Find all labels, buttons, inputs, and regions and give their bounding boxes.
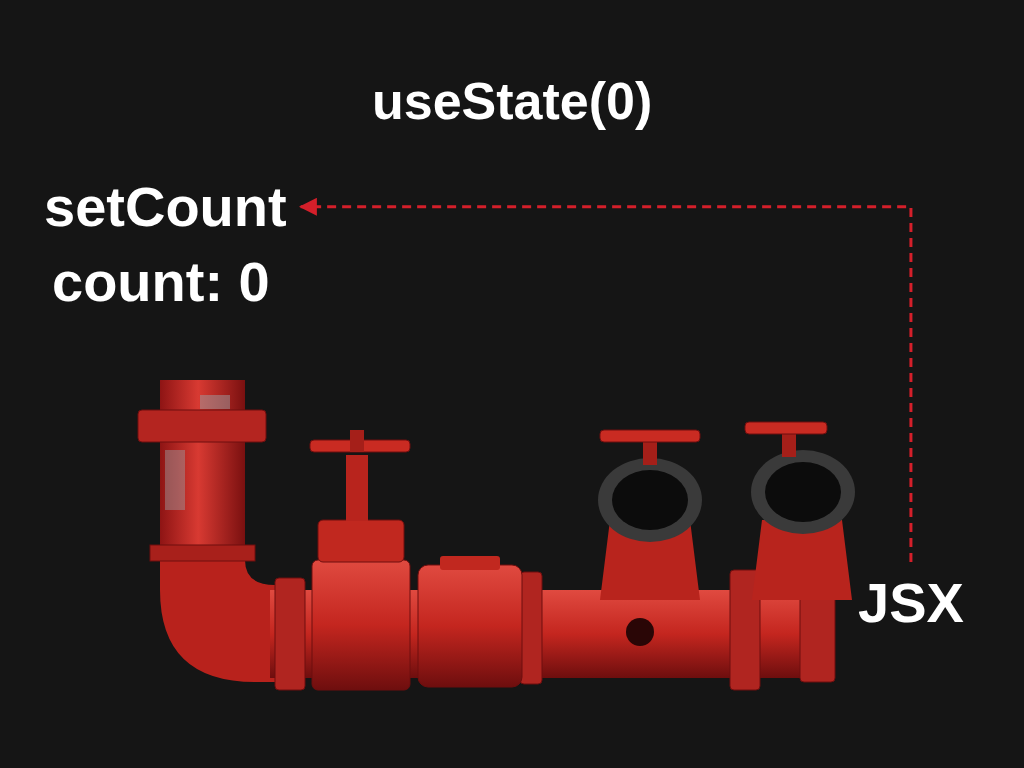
pipe-part <box>765 462 841 522</box>
pipe-part <box>200 395 230 409</box>
pipe-part <box>165 450 185 510</box>
dashed-arrow <box>301 207 911 562</box>
title: useState(0) <box>372 72 652 132</box>
pipe-part <box>440 556 500 570</box>
state-value: count: 0 <box>52 250 270 314</box>
setter-node: setCount <box>38 172 293 242</box>
pipe-part <box>626 618 654 646</box>
pipe-part <box>418 565 522 687</box>
gate-valve <box>310 430 410 690</box>
pipe-part <box>160 380 245 570</box>
pipe-part <box>350 430 364 452</box>
pipe-part <box>745 422 827 434</box>
node-text: setCount <box>44 176 287 238</box>
pipe-part <box>275 578 305 690</box>
elbow-pipe <box>138 380 275 682</box>
pipe-part <box>138 410 266 442</box>
pipe-part <box>612 470 688 530</box>
hose-outlet <box>745 422 855 600</box>
pipe-part <box>782 432 796 457</box>
pipe-part <box>150 545 255 561</box>
pipe-part <box>751 450 855 534</box>
pipe-part <box>318 520 404 562</box>
pipe-part <box>598 458 702 542</box>
node-text: JSX <box>858 572 964 634</box>
check-valve <box>418 556 522 687</box>
pipe-part <box>312 560 410 690</box>
pipe-part <box>600 430 700 442</box>
pipe-part <box>346 455 368 521</box>
pipe-part <box>643 440 657 465</box>
hose-outlet <box>598 430 702 600</box>
pipe-part <box>160 560 275 682</box>
jsx-node: JSX <box>852 568 970 638</box>
pipe-part <box>520 572 542 684</box>
